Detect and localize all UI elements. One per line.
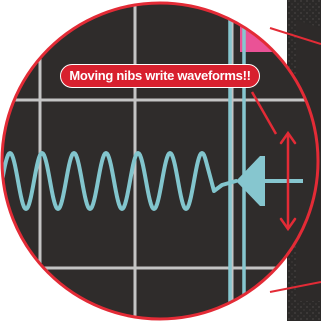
callout-label: Moving nibs write waveforms!! xyxy=(60,64,260,88)
